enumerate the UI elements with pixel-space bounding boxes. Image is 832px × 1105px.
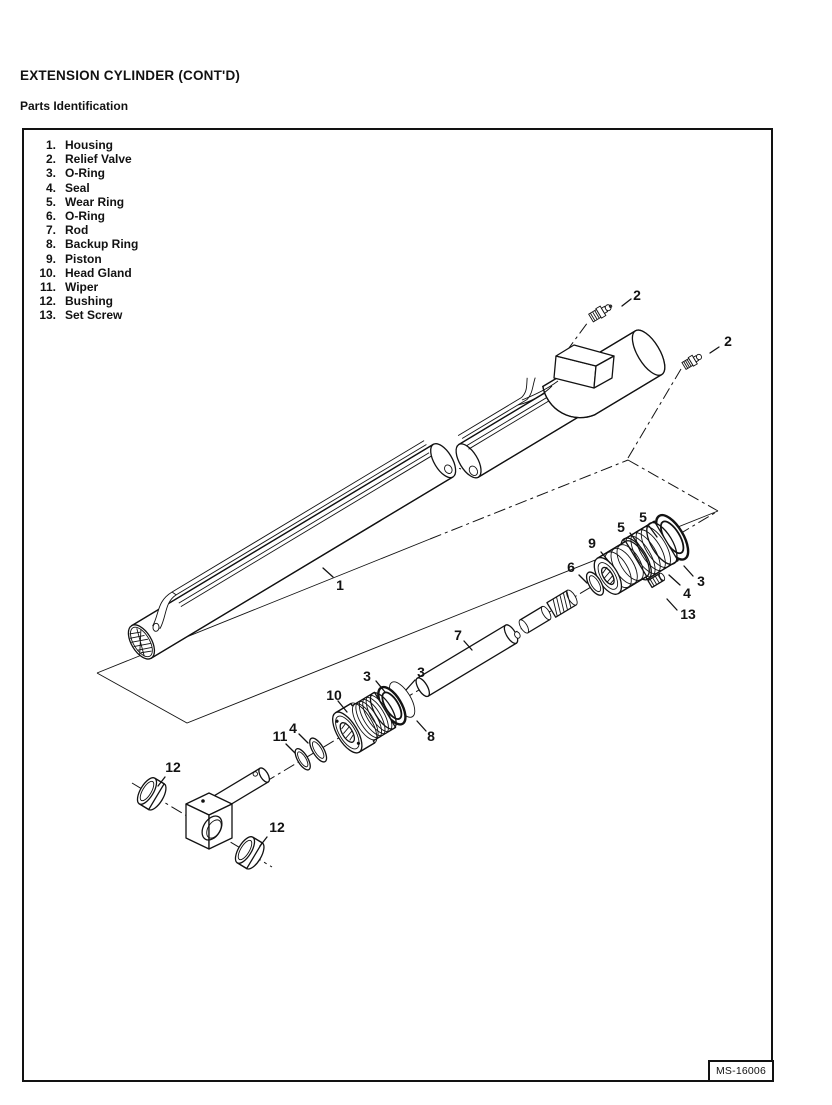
part-number: 7. <box>45 223 56 238</box>
part-row: 5. Wear Ring <box>30 195 138 209</box>
callout-wiper: 11 <box>273 728 288 744</box>
part-name: Wiper <box>65 279 99 294</box>
callout-seal-piston: 4 <box>683 585 691 601</box>
rod-assembly <box>294 513 690 771</box>
part-name: Housing <box>65 138 113 152</box>
parts-identification-list: 1. Housing 2. Relief Valve 3. O-Ring 4. Seal… <box>30 138 138 322</box>
figure-reference-box: MS-16006 <box>708 1060 774 1082</box>
rod-end-block <box>185 792 233 850</box>
bushing-lower-part <box>234 836 265 870</box>
gland-screw-dot <box>335 719 339 723</box>
part-name: O-Ring <box>65 208 105 223</box>
rod-neck <box>518 605 552 634</box>
part-row: 8. Backup Ring <box>30 237 138 251</box>
callout-bushing-upper: 12 <box>165 759 181 775</box>
part-row: 12. Bushing <box>30 294 138 308</box>
callout-seal-rod: 4 <box>289 720 297 736</box>
part-row: 2. Relief Valve <box>30 152 138 166</box>
callout-relief-valve-right: 2 <box>724 333 732 349</box>
callout-wear-ring-right: 5 <box>639 509 647 525</box>
callout-o-ring-rod: 6 <box>567 559 575 575</box>
thread-hatch <box>129 628 152 657</box>
pipe-cross-section <box>468 465 478 476</box>
part-number: 13. <box>39 308 56 323</box>
gland-screw-dot <box>356 741 361 745</box>
part-name: Head Gland <box>65 265 132 280</box>
cap-face <box>631 329 666 376</box>
callout-rod: 7 <box>454 627 462 643</box>
wiper-part <box>294 748 311 771</box>
part-number: 3. <box>45 166 56 181</box>
part-row: 6. O-Ring <box>30 209 138 223</box>
rod-threaded-tip <box>546 589 578 618</box>
part-number: 11. <box>39 279 56 294</box>
figure-reference-label: MS-16006 <box>715 1065 767 1077</box>
callout-head-gland: 10 <box>326 687 342 703</box>
part-number: 5. <box>45 194 56 209</box>
part-name: O-Ring <box>65 166 105 181</box>
port-block <box>517 344 615 406</box>
part-number: 8. <box>45 237 56 252</box>
part-row: 3. O-Ring <box>30 166 138 180</box>
page-title: EXTENSION CYLINDER (CONT'D) <box>20 68 241 83</box>
part-name: Relief Valve <box>65 152 132 167</box>
part-number: 10. <box>39 265 56 280</box>
callout-housing: 1 <box>336 577 344 593</box>
part-number: 2. <box>45 152 56 167</box>
part-name: Set Screw <box>65 308 123 323</box>
piston-part <box>593 540 650 595</box>
part-row: 9. Piston <box>30 252 138 266</box>
callout-bushing-lower: 12 <box>269 819 285 835</box>
callout-labels: 2 2 1 5 5 9 6 3 4 13 7 3 3 10 8 11 4 12 … <box>165 287 732 835</box>
part-name: Backup Ring <box>65 237 139 252</box>
part-row: 11. Wiper <box>30 280 138 294</box>
part-name: Bushing <box>65 294 113 309</box>
callout-backup-ring: 8 <box>427 728 435 744</box>
callout-o-ring-gland-right: 3 <box>417 664 425 680</box>
part-name: Wear Ring <box>65 194 125 209</box>
part-name: Seal <box>65 180 90 195</box>
callout-relief-valve-top: 2 <box>633 287 641 303</box>
callout-piston: 9 <box>588 535 596 551</box>
callout-o-ring-piston: 3 <box>697 573 705 589</box>
part-name: Rod <box>65 223 89 238</box>
figure-frame <box>22 128 773 1082</box>
part-number: 12. <box>39 294 56 309</box>
relief-valve-right <box>681 353 703 371</box>
part-number: 6. <box>45 208 56 223</box>
callout-wear-ring-left: 5 <box>617 519 625 535</box>
section-subtitle: Parts Identification <box>20 99 129 113</box>
pipe-cross-section <box>444 464 453 474</box>
part-row: 4. Seal <box>30 181 138 195</box>
part-row: 13. Set Screw <box>30 308 138 322</box>
part-number: 4. <box>45 180 56 195</box>
cap-end-assembly <box>455 329 666 479</box>
part-number: 9. <box>45 251 56 266</box>
part-number: 1. <box>45 138 56 152</box>
callout-leaders <box>157 298 720 847</box>
head-gland-part <box>332 691 397 754</box>
part-row: 1. Housing <box>30 138 138 152</box>
part-row: 7. Rod <box>30 223 138 237</box>
callout-set-screw: 13 <box>680 606 696 622</box>
rod-part <box>415 624 521 698</box>
bushing-upper-part <box>136 777 167 811</box>
callout-o-ring-gland-left: 3 <box>363 668 371 684</box>
seal-rod-part <box>309 737 328 763</box>
relief-valve-top <box>588 304 613 323</box>
part-row: 10. Head Gland <box>30 266 138 280</box>
set-screw-part <box>647 572 666 589</box>
o-ring-rod-part <box>585 571 605 596</box>
part-name: Piston <box>65 251 102 266</box>
housing-tube <box>127 440 457 660</box>
